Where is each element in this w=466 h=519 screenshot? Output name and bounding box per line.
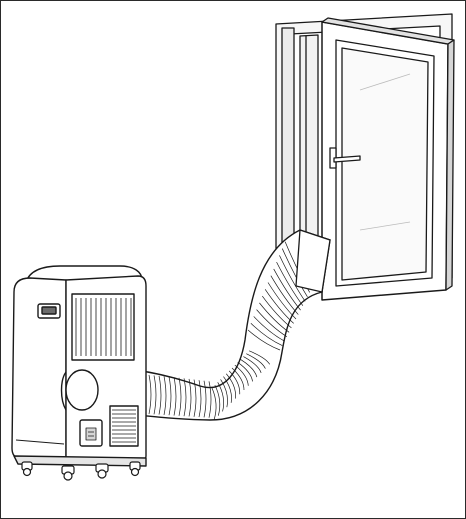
wheel-icon <box>62 466 74 480</box>
wheel-icon <box>130 462 140 476</box>
wheel-icon <box>96 464 108 478</box>
wheel-icon <box>22 462 32 476</box>
ac-base <box>14 456 146 466</box>
air-conditioner <box>12 266 146 466</box>
